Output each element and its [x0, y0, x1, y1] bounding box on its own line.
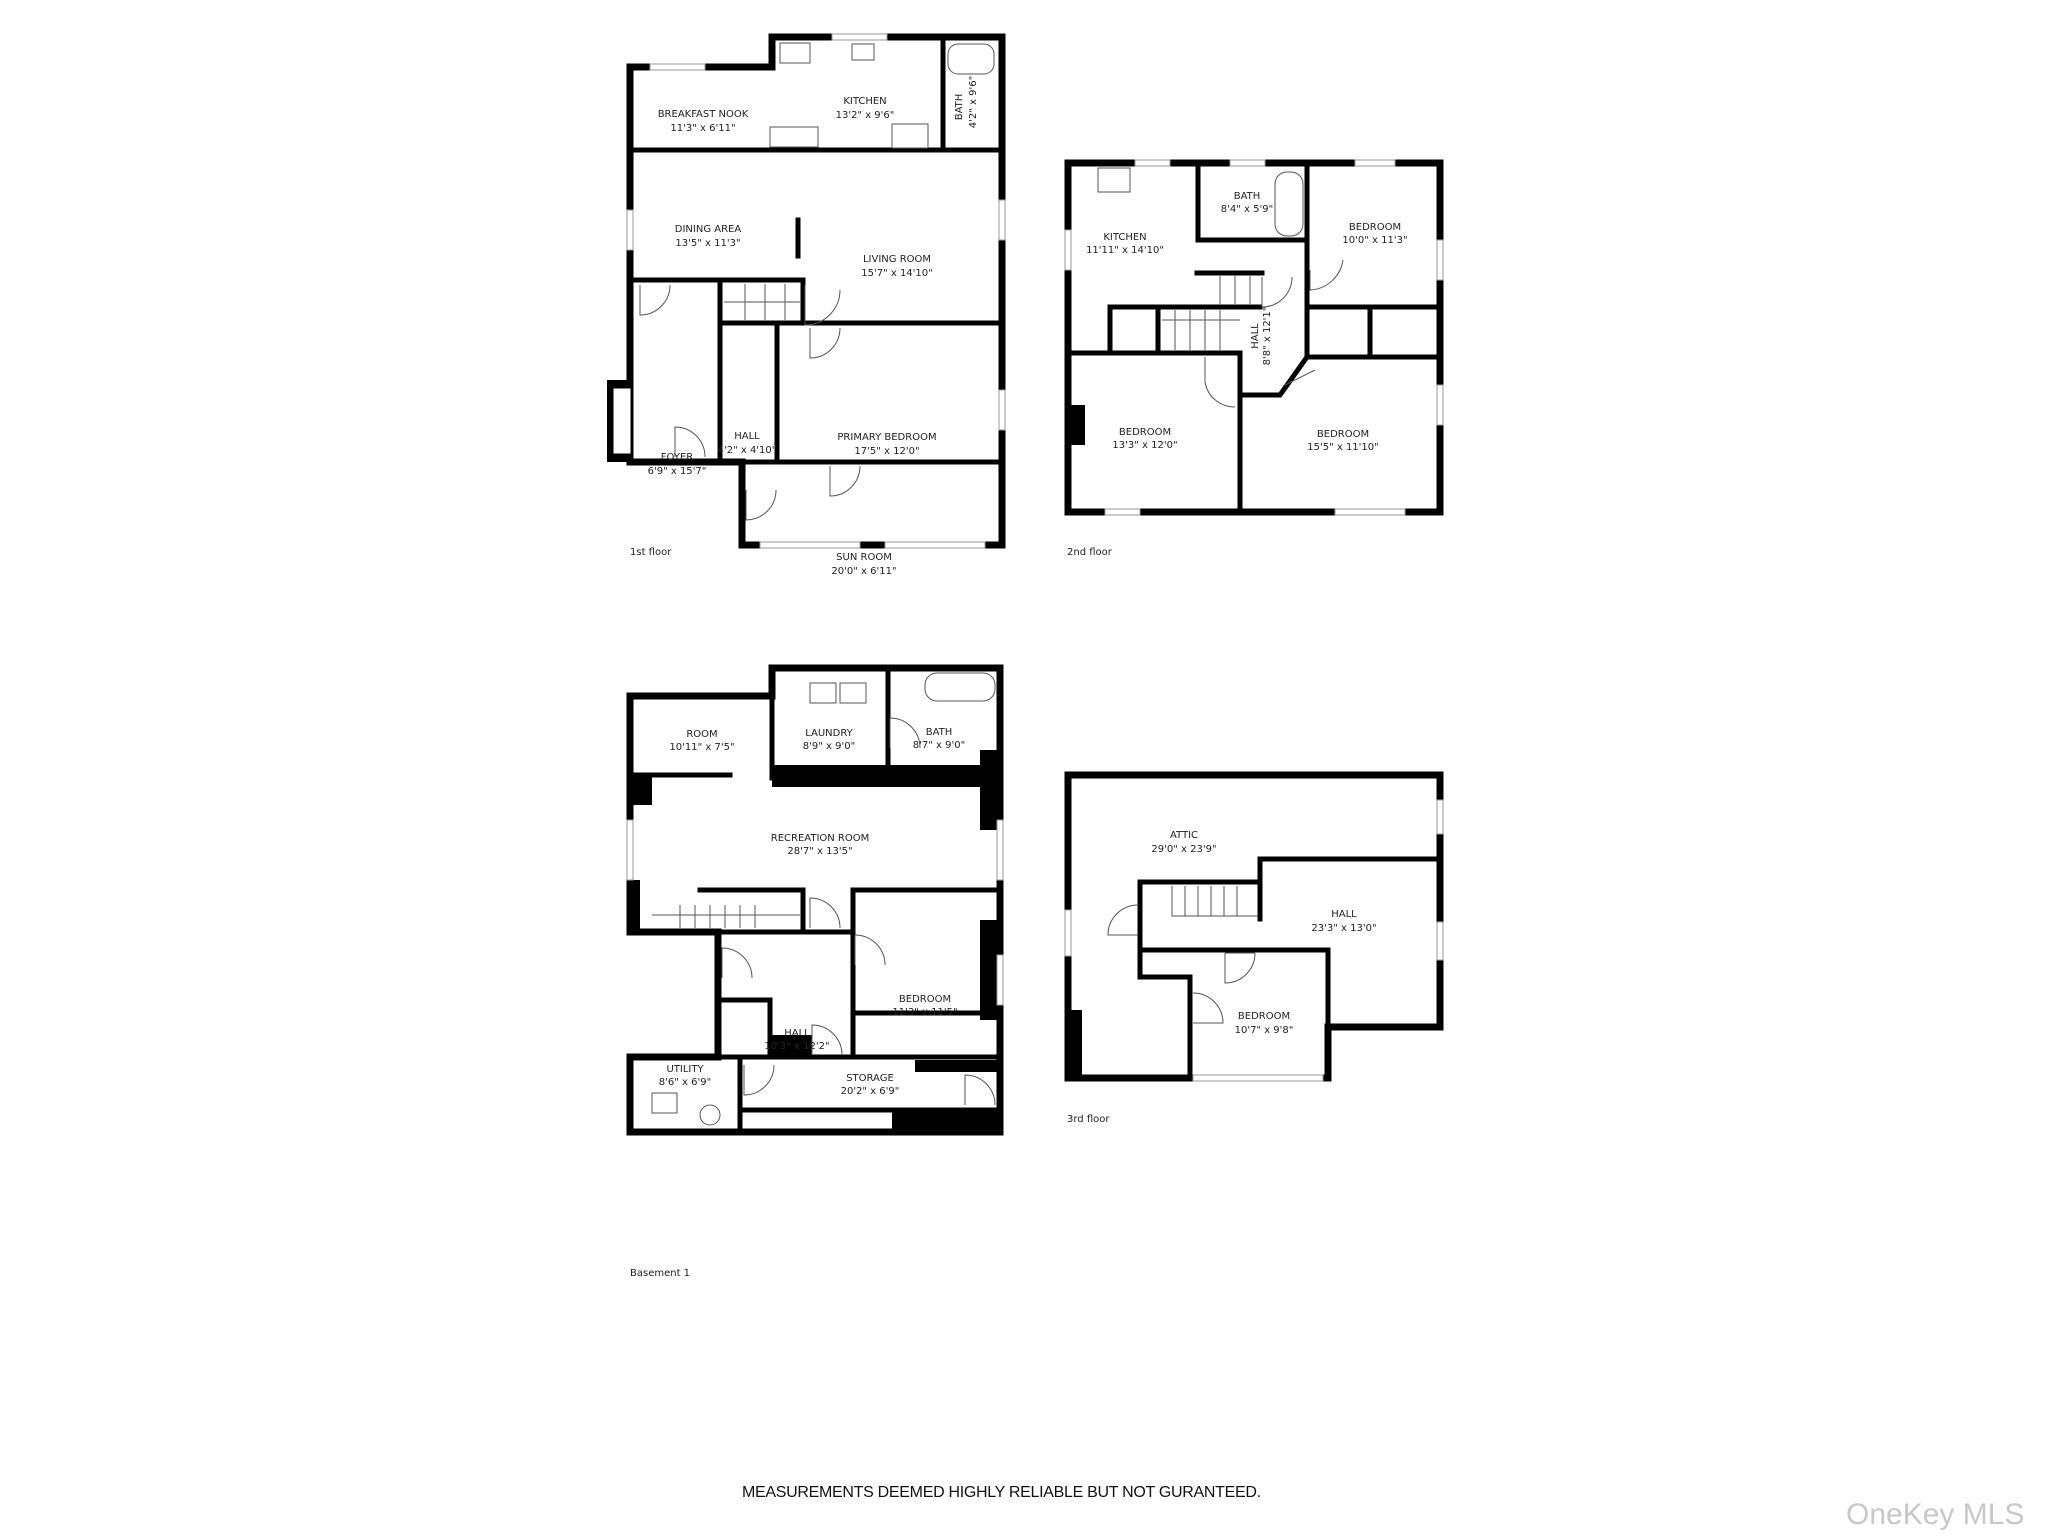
- room-name: HALL: [1331, 909, 1357, 920]
- floor-label: 1st floor: [630, 547, 672, 558]
- room-name: BEDROOM: [1317, 429, 1369, 440]
- room-name: BEDROOM: [1349, 222, 1401, 233]
- room-name: HALL: [784, 1028, 810, 1039]
- room-dimensions: 10'11" x 7'5": [669, 742, 734, 753]
- room-dimensions: 8'7" x 9'0": [913, 740, 965, 751]
- room-name: BATH: [1234, 191, 1261, 202]
- floor-plan-basement: ROOM 10'11" x 7'5" LAUNDRY 8'9" x 9'0" B…: [626, 664, 1004, 1279]
- room-dimensions: 28'7" x 13'5": [787, 846, 852, 857]
- room-name: LAUNDRY: [805, 728, 853, 739]
- room-name: KITCHEN: [843, 96, 886, 107]
- floor-plan-3rd-floor: ATTIC 29'0" x 23'9" HALL 23'3" x 13'0" B…: [1064, 771, 1444, 1125]
- room-dimensions: 4'2" x 9'6": [968, 76, 979, 128]
- room-name: UTILITY: [666, 1064, 704, 1075]
- room-dimensions: 11'3" x 6'11": [670, 123, 735, 134]
- room-dimensions: 20'0" x 6'11": [831, 566, 896, 577]
- room-name: HALL: [734, 431, 760, 442]
- room-dimensions: 11'11" x 14'10": [1086, 245, 1164, 256]
- room-name: SUN ROOM: [836, 552, 892, 563]
- room-name: LIVING ROOM: [863, 254, 931, 265]
- room-name: KITCHEN: [1103, 232, 1146, 243]
- room-name: BREAKFAST NOOK: [658, 109, 749, 120]
- watermark-logo: OneKey MLS: [1846, 1498, 2025, 1531]
- room-dimensions: 4'2" x 4'10": [718, 445, 777, 456]
- floor-label: 2nd floor: [1067, 547, 1113, 558]
- room-dimensions: 8'8" x 12'1": [1262, 307, 1273, 366]
- room-dimensions: 15'5" x 11'10": [1307, 442, 1379, 453]
- room-dimensions: 29'0" x 23'9": [1151, 844, 1216, 855]
- room-name: BEDROOM: [1238, 1011, 1290, 1022]
- room-dimensions: 10'3" x 12'2": [764, 1041, 829, 1052]
- room-dimensions: 10'7" x 9'8": [1235, 1025, 1294, 1036]
- room-dimensions: 6'9" x 15'7": [648, 466, 707, 477]
- room-dimensions: 15'7" x 14'10": [861, 268, 933, 279]
- room-name: RECREATION ROOM: [771, 833, 870, 844]
- room-name: BATH: [926, 727, 953, 738]
- room-dimensions: 13'5" x 11'3": [675, 238, 740, 249]
- room-name: DINING AREA: [675, 224, 742, 235]
- room-dimensions: 17'5" x 12'0": [854, 446, 919, 457]
- room-dimensions: 10'0" x 11'3": [1342, 235, 1407, 246]
- room-name: ROOM: [686, 729, 717, 740]
- room-dimensions: 8'4" x 5'9": [1221, 204, 1273, 215]
- room-dimensions: 13'3" x 12'0": [1112, 440, 1177, 451]
- room-dimensions: 8'9" x 9'0": [803, 741, 855, 752]
- floor-plan-1st-floor: BREAKFAST NOOK 11'3" x 6'11" KITCHEN 13'…: [607, 33, 1006, 577]
- room-name: FOYER: [661, 452, 694, 463]
- floor-label: Basement 1: [630, 1268, 690, 1279]
- room-name: STORAGE: [846, 1073, 894, 1084]
- room-name: ATTIC: [1170, 830, 1198, 841]
- room-name: HALL: [1250, 323, 1261, 349]
- room-name: BEDROOM: [1119, 427, 1171, 438]
- room-name: BEDROOM: [899, 994, 951, 1005]
- floor-plan-2nd-floor: KITCHEN 11'11" x 14'10" BATH 8'4" x 5'9"…: [1064, 159, 1444, 558]
- room-name: PRIMARY BEDROOM: [837, 432, 936, 443]
- room-name: BATH: [954, 94, 965, 121]
- room-dimensions: 23'3" x 13'0": [1311, 923, 1376, 934]
- room-dimensions: 20'2" x 6'9": [841, 1086, 900, 1097]
- room-dimensions: 8'6" x 6'9": [659, 1077, 711, 1088]
- room-dimensions: 11'3" x 11'5": [892, 1007, 957, 1018]
- disclaimer-text: MEASUREMENTS DEEMED HIGHLY RELIABLE BUT …: [742, 1484, 1261, 1501]
- floor-label: 3rd floor: [1067, 1114, 1110, 1125]
- room-dimensions: 13'2" x 9'6": [836, 110, 895, 121]
